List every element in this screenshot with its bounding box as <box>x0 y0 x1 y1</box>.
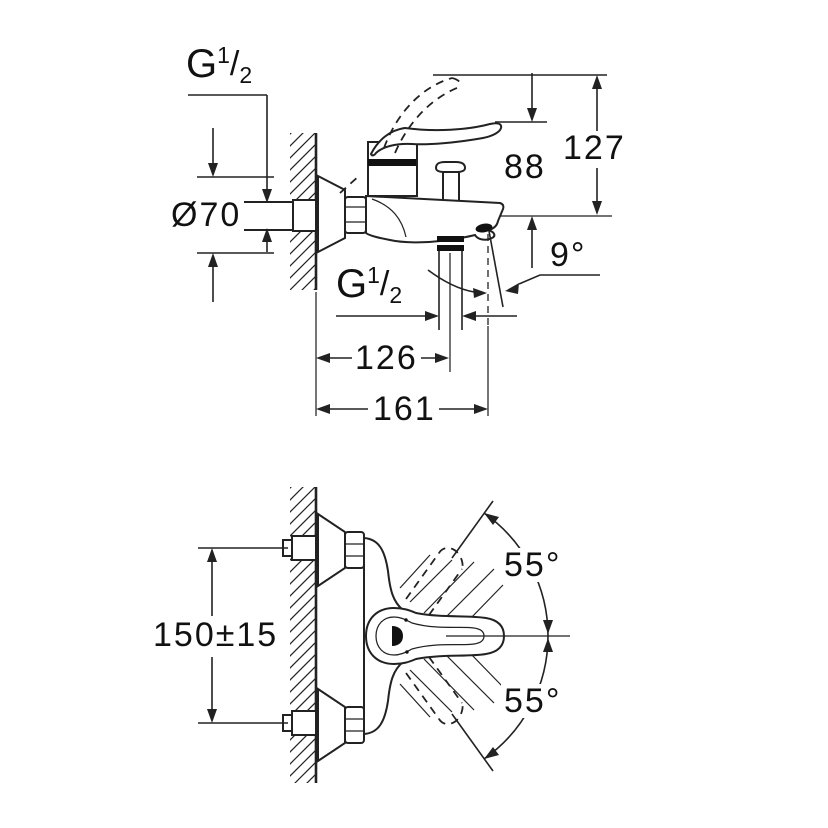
inlet-pipe-stub <box>239 201 294 231</box>
escutcheon <box>317 174 346 254</box>
dim-label-spout-reach: 126 <box>352 341 421 375</box>
housing-seam-band <box>368 159 416 166</box>
side-view <box>188 73 612 416</box>
handle-travel-dashed <box>339 77 463 194</box>
front-view <box>198 487 570 783</box>
dim-label-swing-up: 55° <box>501 548 565 582</box>
bottom-union <box>282 687 365 763</box>
square-union-nut <box>292 199 317 232</box>
top-union <box>282 512 365 588</box>
lever-handle <box>369 122 503 157</box>
mounting-distance-dimension <box>198 547 288 724</box>
hex-nut-flats <box>345 206 366 223</box>
shower-outlet <box>437 236 464 372</box>
hex-nut <box>344 196 367 234</box>
spout-shoulder-line <box>371 198 407 238</box>
dimension-lines-side-view <box>188 73 607 416</box>
spout <box>365 194 505 244</box>
dim-label-total-reach: 161 <box>370 392 439 426</box>
dim-label-swing-down: 55° <box>501 684 565 718</box>
dim-label-escutcheon-diameter: Ø70 <box>168 198 245 232</box>
spout-angle-geometry <box>427 230 600 416</box>
aerator <box>475 223 493 233</box>
lever-handle-front <box>364 606 506 666</box>
dim-label-handle-height: 127 <box>560 131 629 165</box>
dim-label-spout-height: 88 <box>501 150 549 184</box>
handle-logo-mark <box>392 626 403 646</box>
dim-label-mounting-distance: 150±15 <box>150 618 282 652</box>
dim-label-thread-top: G1/2 <box>184 42 255 88</box>
dim-label-spout-angle: 9° <box>547 238 590 272</box>
swing-range-hatching <box>399 554 504 718</box>
dim-label-thread-spout: G1/2 <box>334 262 405 308</box>
diverter-knob-stem <box>442 171 460 202</box>
handle-swing-dashed <box>405 547 464 725</box>
diverter-knob-cap <box>434 161 467 173</box>
